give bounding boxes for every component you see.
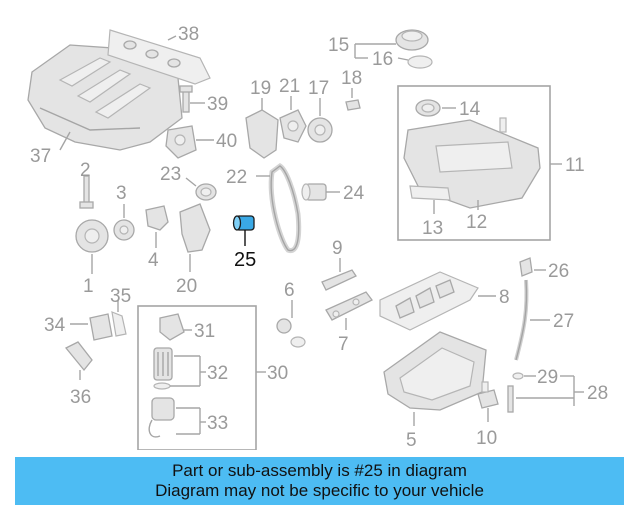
callout-7: 7 xyxy=(338,334,349,355)
callout-22: 22 xyxy=(226,167,247,188)
tensioner-part-21[interactable] xyxy=(279,109,307,143)
pulley-part-24[interactable] xyxy=(301,183,327,201)
callout-15: 15 xyxy=(328,35,349,56)
callout-17: 17 xyxy=(308,78,329,99)
pulley-part-1[interactable] xyxy=(75,219,109,253)
callout-27: 27 xyxy=(553,311,574,332)
pan-gasket-part-8[interactable] xyxy=(379,271,479,331)
oil-pan-part-5[interactable] xyxy=(383,331,487,411)
sensor-part-40[interactable] xyxy=(165,125,197,159)
callout-39: 39 xyxy=(207,94,228,115)
bolt-part-39[interactable] xyxy=(179,85,193,113)
mount-part-34[interactable] xyxy=(89,313,113,341)
callout-31: 31 xyxy=(194,321,215,342)
pump-part-6[interactable] xyxy=(276,318,306,348)
clip-part-18[interactable] xyxy=(345,99,361,111)
callout-11: 11 xyxy=(565,155,585,176)
callout-4: 4 xyxy=(148,250,159,271)
callout-25: 25 xyxy=(234,249,256,271)
drain-plug-part-10[interactable] xyxy=(477,381,499,409)
rail-part-7[interactable] xyxy=(325,291,373,321)
callout-34: 34 xyxy=(44,315,66,336)
callout-35: 35 xyxy=(110,286,131,307)
sprocket-part-17[interactable] xyxy=(307,117,333,143)
callout-12: 12 xyxy=(466,212,487,233)
gasket-part-13[interactable] xyxy=(409,185,451,201)
callout-28: 28 xyxy=(587,383,608,404)
callout-29: 29 xyxy=(537,367,558,388)
callout-1: 1 xyxy=(83,276,94,297)
callout-13: 13 xyxy=(422,218,443,239)
dipstick-part-26[interactable] xyxy=(519,257,533,277)
highlighted-part-25[interactable] xyxy=(232,215,255,231)
gasket-part-38[interactable] xyxy=(107,29,211,85)
callout-21: 21 xyxy=(279,76,300,97)
callout-36: 36 xyxy=(70,387,91,408)
oring-part-29[interactable] xyxy=(507,372,524,413)
guide-part-9[interactable] xyxy=(321,269,357,291)
housing-part-31[interactable] xyxy=(159,313,185,341)
info-banner: Part or sub-assembly is #25 in diagram D… xyxy=(15,457,624,505)
callout-20: 20 xyxy=(176,276,197,297)
valve-cover-box xyxy=(397,85,551,241)
bolt-part-2[interactable] xyxy=(79,175,94,209)
valve-cover-part-12[interactable] xyxy=(403,117,541,209)
callout-16: 16 xyxy=(372,49,393,70)
oil-cap-part-16[interactable] xyxy=(395,29,433,69)
callout-19: 19 xyxy=(250,78,271,99)
timing-belt-part-22[interactable] xyxy=(268,162,302,253)
callout-40: 40 xyxy=(216,131,237,152)
callout-9: 9 xyxy=(332,238,343,259)
callout-32: 32 xyxy=(207,363,228,384)
callout-30: 30 xyxy=(267,363,288,384)
parts-diagram: 37 38 39 40 19 21 17 18 xyxy=(27,24,608,450)
banner-line-1: Part or sub-assembly is #25 in diagram xyxy=(172,461,467,480)
callout-18: 18 xyxy=(341,68,362,89)
oil-filter-box xyxy=(137,305,257,450)
dipstick-tube-part-27[interactable] xyxy=(514,279,529,361)
callout-33: 33 xyxy=(207,413,228,434)
callout-23: 23 xyxy=(160,164,181,185)
callout-2: 2 xyxy=(80,160,91,181)
filter-element-part-32[interactable] xyxy=(153,347,173,390)
bushing-part-23[interactable] xyxy=(195,183,217,201)
bracket-part-36[interactable] xyxy=(64,341,93,372)
intake-manifold-part-37[interactable] xyxy=(27,44,183,151)
callout-37: 37 xyxy=(30,146,51,167)
callout-14: 14 xyxy=(459,99,481,120)
callout-3: 3 xyxy=(116,183,127,204)
bracket-part-20[interactable] xyxy=(179,203,211,253)
sprocket-part-4[interactable] xyxy=(145,205,169,231)
timing-cover-part-19[interactable] xyxy=(245,109,279,159)
banner-line-2: Diagram may not be specific to your vehi… xyxy=(155,481,484,500)
callout-38: 38 xyxy=(178,24,199,45)
callout-26: 26 xyxy=(548,261,569,282)
callout-10: 10 xyxy=(476,428,497,449)
seal-part-14[interactable] xyxy=(415,99,441,117)
callout-24: 24 xyxy=(343,183,365,204)
filter-cap-part-33[interactable] xyxy=(148,397,175,438)
callout-5: 5 xyxy=(406,430,417,450)
clip-part-35[interactable] xyxy=(111,311,127,337)
gear-part-3[interactable] xyxy=(113,219,135,241)
callout-6: 6 xyxy=(284,280,295,301)
callout-8: 8 xyxy=(499,287,510,308)
